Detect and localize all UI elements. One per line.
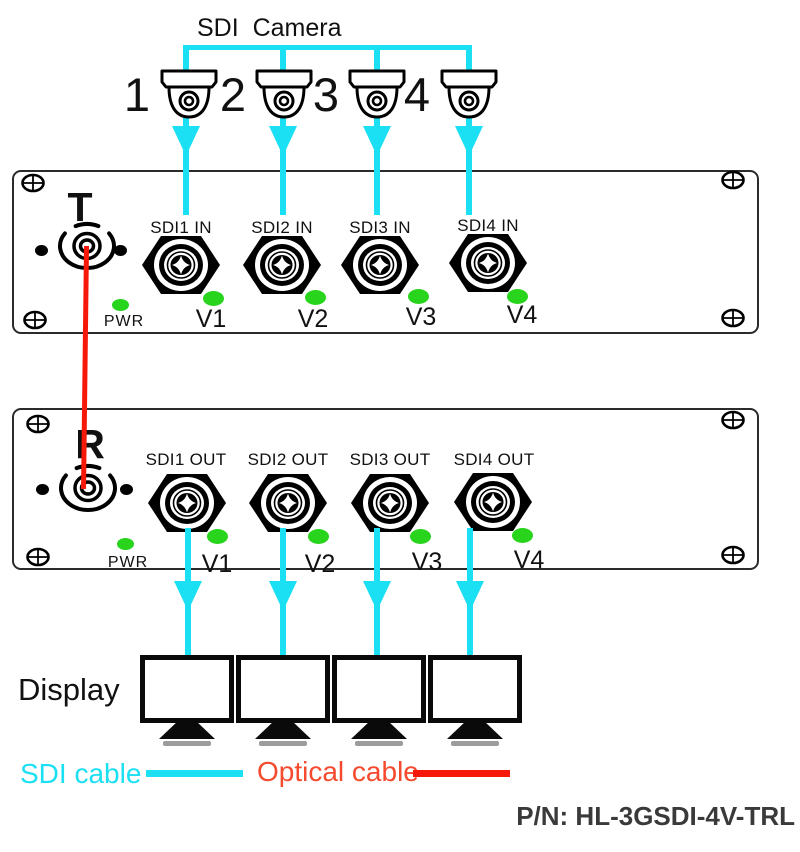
bnc-connector-icon: [446, 232, 530, 294]
v3-led: [408, 289, 429, 304]
arrow-down-icon: [172, 126, 200, 156]
pwr-label: PWR: [107, 554, 149, 571]
bnc-connector-icon: [338, 234, 422, 296]
v4-label: V4: [513, 546, 545, 574]
legend-sdi-cable-label: SDI cable: [20, 758, 142, 789]
camera-icon: [437, 68, 501, 122]
stand-shadow: [259, 741, 307, 746]
screw-icon: [25, 546, 51, 568]
v1-led: [203, 291, 224, 306]
display-label: Display: [18, 672, 120, 707]
screw-icon: [720, 409, 746, 431]
diagram-title: SDI Camera: [197, 14, 342, 42]
v2-led: [305, 290, 326, 305]
display-monitor-1: [140, 655, 234, 723]
v3-label: V3: [405, 303, 437, 331]
port-label-sdi2-out: SDI2 OUT: [247, 450, 329, 469]
arrow-down-icon: [174, 581, 202, 611]
port-label-sdi3-out: SDI3 OUT: [349, 450, 431, 469]
screw-icon: [720, 307, 746, 329]
display-monitor-2: [236, 655, 330, 723]
arrow-down-icon: [456, 581, 484, 611]
stand-shadow: [451, 741, 499, 746]
arrow-down-icon: [363, 581, 391, 611]
arrow-down-icon: [455, 126, 483, 156]
panel-dot: [114, 245, 127, 256]
pwr-led: [117, 538, 134, 550]
screw-icon: [720, 169, 746, 191]
camera-number-4: 4: [403, 68, 431, 121]
v2-label: V2: [297, 305, 329, 333]
arrow-down-icon: [269, 126, 297, 156]
monitor-stand: [351, 722, 407, 739]
v2-led: [308, 529, 329, 544]
panel-dot: [35, 245, 48, 256]
panel-dot: [120, 484, 133, 495]
port-label-sdi1-in: SDI1 IN: [150, 218, 212, 237]
pwr-led: [112, 299, 129, 311]
panel-dot: [36, 484, 49, 495]
monitor-stand: [159, 722, 215, 739]
port-label-sdi4-out: SDI4 OUT: [453, 450, 535, 469]
v2-label: V2: [304, 550, 336, 578]
v3-led: [410, 529, 431, 544]
part-number: P/N: HL-3GSDI-4V-TRL: [516, 801, 795, 831]
monitor-stand: [447, 722, 503, 739]
port-label-sdi1-out: SDI1 OUT: [145, 450, 227, 469]
fiber-port-icon: [54, 460, 122, 516]
port-label-sdi2-in: SDI2 IN: [251, 218, 313, 237]
screw-icon: [20, 172, 46, 194]
monitor-stand: [255, 722, 311, 739]
display-monitor-3: [332, 655, 426, 723]
stand-shadow: [163, 741, 211, 746]
camera-number-2: 2: [219, 68, 247, 121]
stand-shadow: [355, 741, 403, 746]
legend-optical-cable-label: Optical cable: [257, 756, 419, 787]
screw-icon: [22, 309, 48, 331]
bnc-connector-icon: [348, 472, 432, 534]
v3-label: V3: [411, 548, 443, 576]
port-label-sdi4-in: SDI4 IN: [457, 216, 519, 235]
transmitter-label: T: [67, 184, 93, 230]
legend-sdi-line: [146, 770, 243, 777]
camera-number-3: 3: [312, 68, 340, 121]
bnc-connector-icon: [145, 472, 229, 534]
camera-number-1: 1: [123, 68, 151, 121]
bnc-connector-icon: [139, 234, 223, 296]
arrow-down-icon: [269, 581, 297, 611]
legend-optical-line: [413, 770, 510, 777]
pwr-label: PWR: [103, 313, 145, 330]
v4-led: [507, 289, 528, 304]
arrow-down-icon: [363, 126, 391, 156]
v1-label: V1: [195, 305, 227, 333]
v4-label: V4: [506, 301, 538, 329]
bnc-connector-icon: [451, 471, 535, 533]
screw-icon: [720, 544, 746, 566]
display-monitor-4: [428, 655, 522, 723]
bnc-connector-icon: [240, 234, 324, 296]
v1-led: [207, 529, 228, 544]
v1-label: V1: [201, 550, 233, 578]
port-label-sdi3-in: SDI3 IN: [349, 218, 411, 237]
v4-led: [512, 528, 533, 543]
screw-icon: [25, 413, 51, 435]
receiver-label: R: [75, 421, 105, 467]
camera-rail-line: [183, 45, 472, 50]
bnc-connector-icon: [246, 472, 330, 534]
